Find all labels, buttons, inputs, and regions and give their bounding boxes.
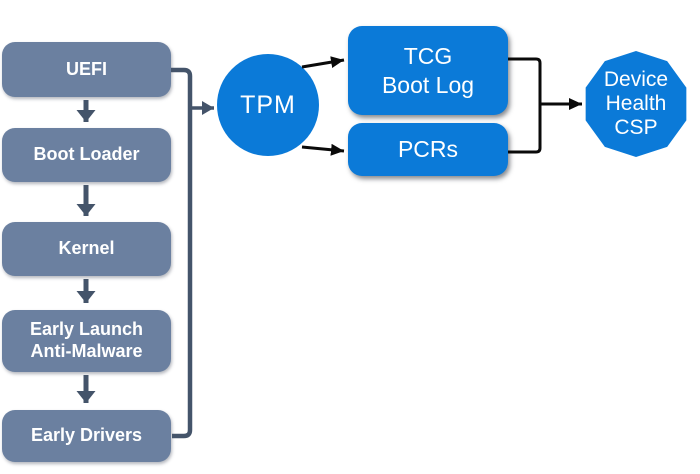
pcrs-label: PCRs xyxy=(397,136,459,163)
device-health-csp-node: Device Health CSP xyxy=(585,51,687,157)
early-launch-anti-malware-label: Early Launch Anti-Malware xyxy=(29,319,144,361)
bracket-chain-to-tpm xyxy=(171,67,193,439)
boot-loader-label: Boot Loader xyxy=(33,144,140,165)
early-drivers-label: Early Drivers xyxy=(30,425,143,446)
uefi-node: UEFI xyxy=(2,42,171,97)
early-launch-anti-malware-node: Early Launch Anti-Malware xyxy=(2,310,171,372)
early-drivers-node: Early Drivers xyxy=(2,410,171,462)
tcg-boot-log-node: TCG Boot Log xyxy=(348,26,508,115)
arrow-tpm-to-tcg-boot-log xyxy=(301,56,345,69)
bracket-outputs-join xyxy=(508,57,542,154)
device-health-csp-label: Device Health CSP xyxy=(603,67,669,140)
pcrs-node: PCRs xyxy=(348,123,508,176)
tpm-label: TPM xyxy=(240,90,296,119)
boot-loader-node: Boot Loader xyxy=(2,128,171,182)
tpm-node: TPM xyxy=(217,54,319,156)
tcg-boot-log-label: TCG Boot Log xyxy=(381,43,475,98)
uefi-label: UEFI xyxy=(65,58,107,79)
kernel-node: Kernel xyxy=(2,222,171,276)
kernel-label: Kernel xyxy=(58,238,115,259)
arrow-tpm-to-pcrs xyxy=(301,143,345,156)
